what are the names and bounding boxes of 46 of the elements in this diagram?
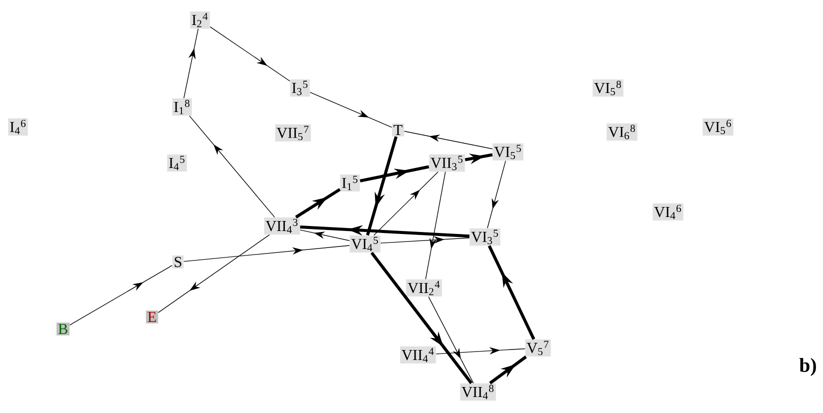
arrow bbox=[428, 296, 474, 384]
state-label: VI$_{5}$5 bbox=[492, 143, 524, 161]
arrow bbox=[374, 171, 438, 236]
state-label: I$_{1}$8 bbox=[172, 98, 192, 116]
state-label: VI$_{4}$6 bbox=[652, 203, 684, 221]
arrow bbox=[489, 356, 527, 384]
arrow bbox=[158, 234, 270, 313]
state-label: I$_{2}$4 bbox=[190, 11, 210, 29]
state-label: VII$_{2}$4 bbox=[406, 279, 442, 297]
arrow bbox=[184, 245, 350, 262]
arrow bbox=[425, 171, 446, 280]
arrow bbox=[183, 28, 199, 98]
arrow bbox=[210, 26, 290, 82]
state-label: E bbox=[146, 310, 158, 324]
state-label: VII$_{4}$4 bbox=[400, 346, 436, 364]
arrow bbox=[295, 188, 341, 218]
state-label: I$_{4}$5 bbox=[167, 154, 187, 172]
arrow bbox=[487, 160, 506, 228]
arrow bbox=[300, 230, 350, 241]
arrow bbox=[360, 165, 430, 182]
arrow bbox=[69, 265, 172, 326]
arrow bbox=[189, 115, 275, 218]
arrow bbox=[300, 225, 470, 238]
state-label: VII$_{3}$5 bbox=[429, 154, 465, 172]
state-label: S bbox=[172, 255, 184, 268]
state-label: VII$_{5}$7 bbox=[275, 124, 311, 142]
arrow bbox=[370, 252, 472, 384]
panel-label: b) bbox=[799, 358, 816, 376]
state-label: VI$_{5}$6 bbox=[702, 118, 734, 136]
state-label: VI$_{6}$8 bbox=[606, 123, 638, 141]
state-label: VI$_{4}$5 bbox=[350, 235, 380, 253]
state-label: VII$_{4}$8 bbox=[460, 383, 496, 401]
state-label: VI$_{3}$5 bbox=[470, 228, 500, 246]
state-label: T bbox=[392, 124, 404, 136]
arrow bbox=[436, 347, 526, 354]
state-label: I$_{4}$6 bbox=[8, 118, 28, 136]
state-label: B bbox=[56, 322, 70, 336]
arrow bbox=[366, 136, 398, 236]
state-label: I$_{3}$5 bbox=[290, 79, 310, 97]
state-label: VII$_{4}$3 bbox=[264, 217, 300, 235]
arrow bbox=[310, 92, 392, 128]
arrow bbox=[488, 245, 536, 340]
state-label: VI$_{5}$8 bbox=[592, 79, 624, 97]
arrow bbox=[404, 130, 493, 150]
state-label: I$_{1}$5 bbox=[340, 174, 360, 192]
state-label: V$_{5}$7 bbox=[525, 339, 551, 357]
